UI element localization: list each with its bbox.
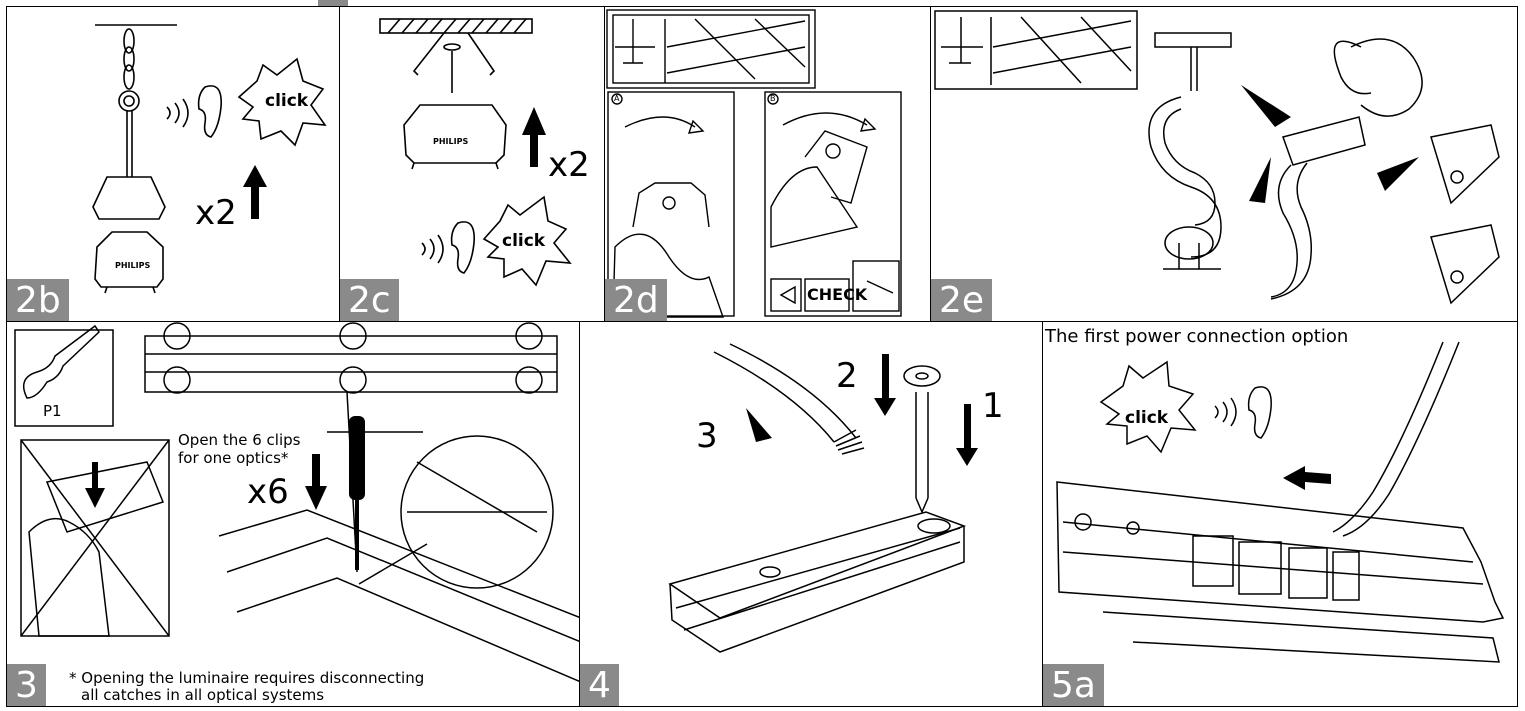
clips-note-line2: for one optics* [178, 449, 289, 467]
illustration-power-connection [1056, 341, 1505, 663]
click-text: click [502, 231, 546, 251]
illustration-clip-mounting [606, 9, 902, 318]
illustration-chain-hanging [92, 24, 327, 294]
panel-title: The first power connection option [1045, 326, 1349, 347]
multiplier-label: x2 [195, 193, 237, 233]
tool-label: P1 [43, 402, 62, 420]
brand-label: PHILIPS [115, 261, 151, 270]
illustration-cable-entry [668, 343, 978, 653]
click-text: click [265, 91, 309, 111]
panel-2b: PHILIPS click x2 2b [6, 6, 340, 322]
panel-2e: 2e [930, 6, 1518, 322]
brand-label: PHILIPS [433, 137, 469, 146]
panel-5a: The first power connection option click … [1042, 321, 1518, 707]
illustration-open-clips [14, 322, 579, 682]
sub-step-a-label: A [614, 94, 620, 103]
top-tab-marker [318, 0, 348, 6]
multiplier-label: x2 [548, 145, 590, 185]
panel-2c: PHILIPS click x2 2c [339, 6, 605, 322]
footnote-line1: * Opening the luminaire requires disconn… [69, 669, 425, 687]
step-number: 2b [7, 279, 69, 321]
step-number: 2d [605, 279, 667, 321]
panel-2d: A B CHECK 2d [604, 6, 931, 322]
check-label: CHECK [807, 285, 868, 304]
illustration-ceiling-hooks [379, 18, 572, 287]
multiplier-label: x6 [247, 472, 289, 512]
step-number: 5a [1043, 664, 1104, 706]
sub-step-b-label: B [770, 94, 776, 103]
click-text: click [1125, 408, 1169, 428]
panel-4: 1 2 3 4 [579, 321, 1043, 707]
step-label-1: 1 [982, 386, 1004, 426]
panel-3: P1 Open the 6 clips for one optics* x6 *… [6, 321, 580, 707]
step-number: 2e [931, 279, 993, 321]
step-label-2: 2 [836, 356, 858, 396]
step-number: 4 [580, 664, 619, 706]
clips-note-line1: Open the 6 clips [178, 431, 301, 449]
step-label-3: 3 [696, 416, 718, 456]
footnote-line2: all catches in all optical systems [81, 686, 325, 704]
illustration-s-hook [934, 10, 1500, 305]
step-number: 3 [7, 664, 46, 706]
step-number: 2c [340, 279, 399, 321]
